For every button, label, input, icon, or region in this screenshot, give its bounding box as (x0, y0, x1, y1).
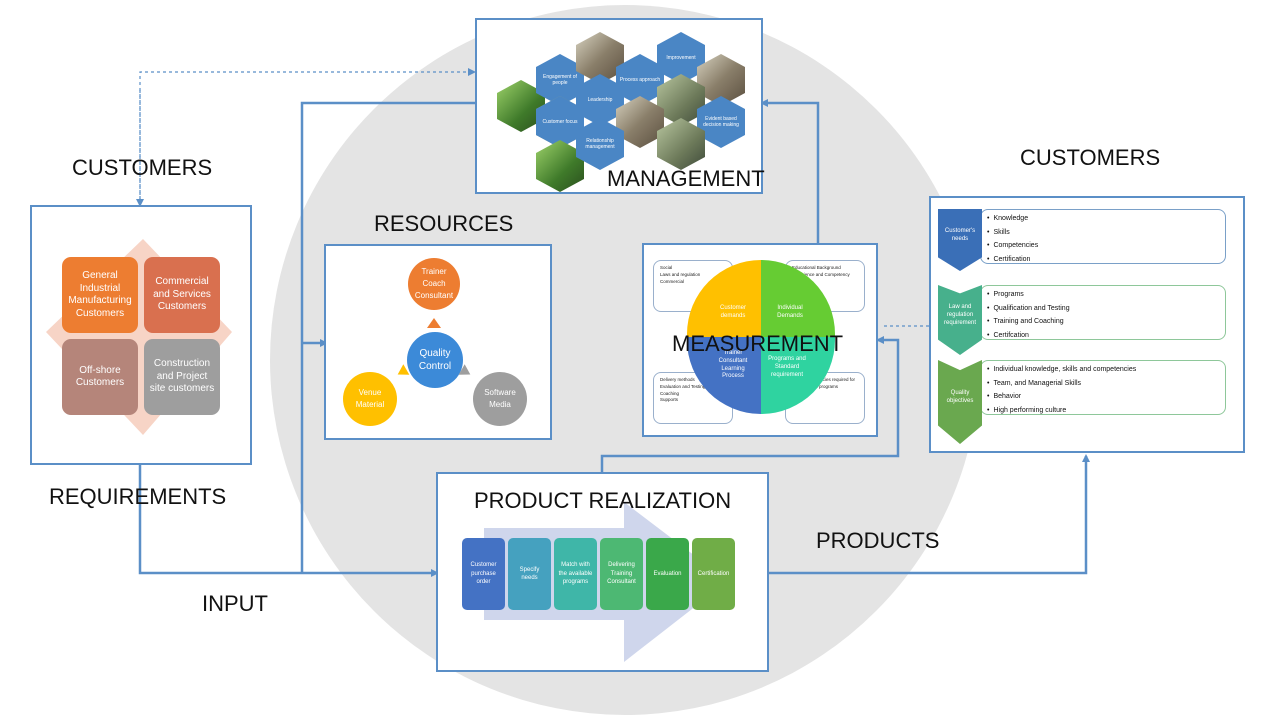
needs-chevron-law: Law and regulation requirement (938, 285, 982, 355)
realization-step-purchase-order: Customer purchase order (462, 538, 505, 610)
customers-diamond (46, 239, 232, 435)
label-customers-right: CUSTOMERS (1020, 145, 1161, 170)
needs-chevron-customer: Customer's needs (938, 209, 982, 271)
line-input-to-management (300, 101, 477, 573)
resource-software: Software Media (473, 372, 527, 426)
resource-quality-control: Quality Control (407, 332, 463, 388)
customers-box (30, 205, 252, 465)
realization-step-specify-needs: Specify needs (508, 538, 551, 610)
dashed-customers-to-management (139, 68, 476, 205)
label-resources: RESOURCES (374, 211, 514, 236)
label-measurement: MEASUREMENT (672, 331, 844, 356)
label-product-realization: PRODUCT REALIZATION (474, 488, 732, 513)
realization-step-evaluation: Evaluation (646, 538, 689, 610)
label-management: MANAGEMENT (607, 166, 765, 191)
line-realization-to-measurement (600, 336, 900, 472)
measurement-label-trainer: Trainer Consultant Learning Process (718, 350, 748, 380)
line-measurement-to-management (760, 99, 820, 243)
line-requirements-to-realization (138, 465, 439, 577)
label-requirements: REQUIREMENTS (49, 484, 227, 509)
measurement-label-programs: Programs and Standard requirement (768, 356, 806, 378)
realization-step-match-programs: Match with the available programs (554, 538, 597, 610)
customer-segment-construction: Construction and Project site customers (144, 339, 220, 415)
customer-segment-manufacturing: General Industrial Manufacturing Custome… (62, 257, 138, 333)
needs-list-2: Programs Qualification and Testing Train… (980, 285, 1226, 340)
measurement-label-individual-demands: Individual Demands (777, 305, 803, 319)
needs-chevron-quality: Quality objectives (938, 360, 982, 444)
resource-venue: Venue Material (343, 372, 397, 426)
customer-segment-offshore: Off-shore Customers (62, 339, 138, 415)
arrow-up-icon (427, 318, 441, 328)
label-products: PRODUCTS (816, 528, 940, 553)
realization-step-delivering-training: Delivering Training Consultant (600, 538, 643, 610)
needs-list-1: Knowledge Skills Competencies Certificat… (980, 209, 1226, 264)
resource-trainer: Trainer Coach Consultant (408, 258, 460, 310)
label-input: INPUT (202, 591, 268, 616)
line-products-to-customers (768, 454, 1090, 575)
realization-step-certification: Certification (692, 538, 735, 610)
measurement-label-customer-demands: Customer demands (719, 305, 746, 319)
needs-list-3: Individual knowledge, skills and compete… (980, 360, 1226, 415)
customer-segment-commercial: Commercial and Services Customers (144, 257, 220, 333)
label-customers-left: CUSTOMERS (72, 155, 213, 180)
